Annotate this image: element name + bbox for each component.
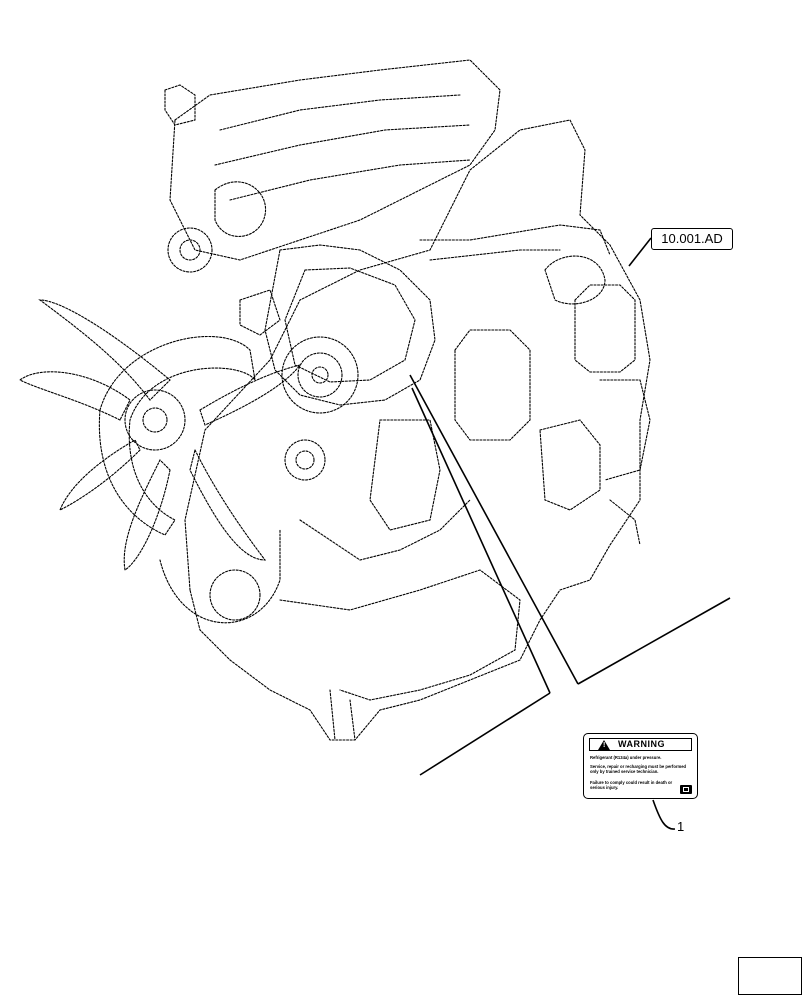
navigation-button[interactable]	[738, 957, 802, 995]
leader-line-lower-extension	[419, 692, 551, 776]
reference-label[interactable]: 10.001.AD	[651, 228, 733, 250]
warning-line-3: Failure to comply could result in death …	[590, 780, 673, 790]
warning-line-1: Refrigerant (R134a) under pressure.	[590, 755, 662, 760]
reference-leader-line	[628, 237, 652, 267]
leader-lines	[409, 237, 731, 830]
warning-triangle-icon	[598, 740, 610, 750]
leader-line-lower	[411, 387, 551, 694]
leader-line-upper-extension	[577, 597, 731, 685]
warning-title: WARNING	[618, 739, 665, 749]
leader-line-upper	[409, 374, 579, 685]
engine-illustration	[18, 59, 651, 741]
warning-triangle-mark: !	[603, 742, 606, 749]
decal-callout-leader	[652, 799, 676, 830]
warning-decal: ! WARNING Refrigerant (R134a) under pres…	[583, 733, 698, 799]
warning-decal-header: ! WARNING	[589, 738, 692, 751]
warning-line-2: Service, repair or recharging must be pe…	[590, 764, 687, 774]
operator-manual-icon	[680, 785, 692, 794]
callout-number: 1	[677, 819, 685, 834]
